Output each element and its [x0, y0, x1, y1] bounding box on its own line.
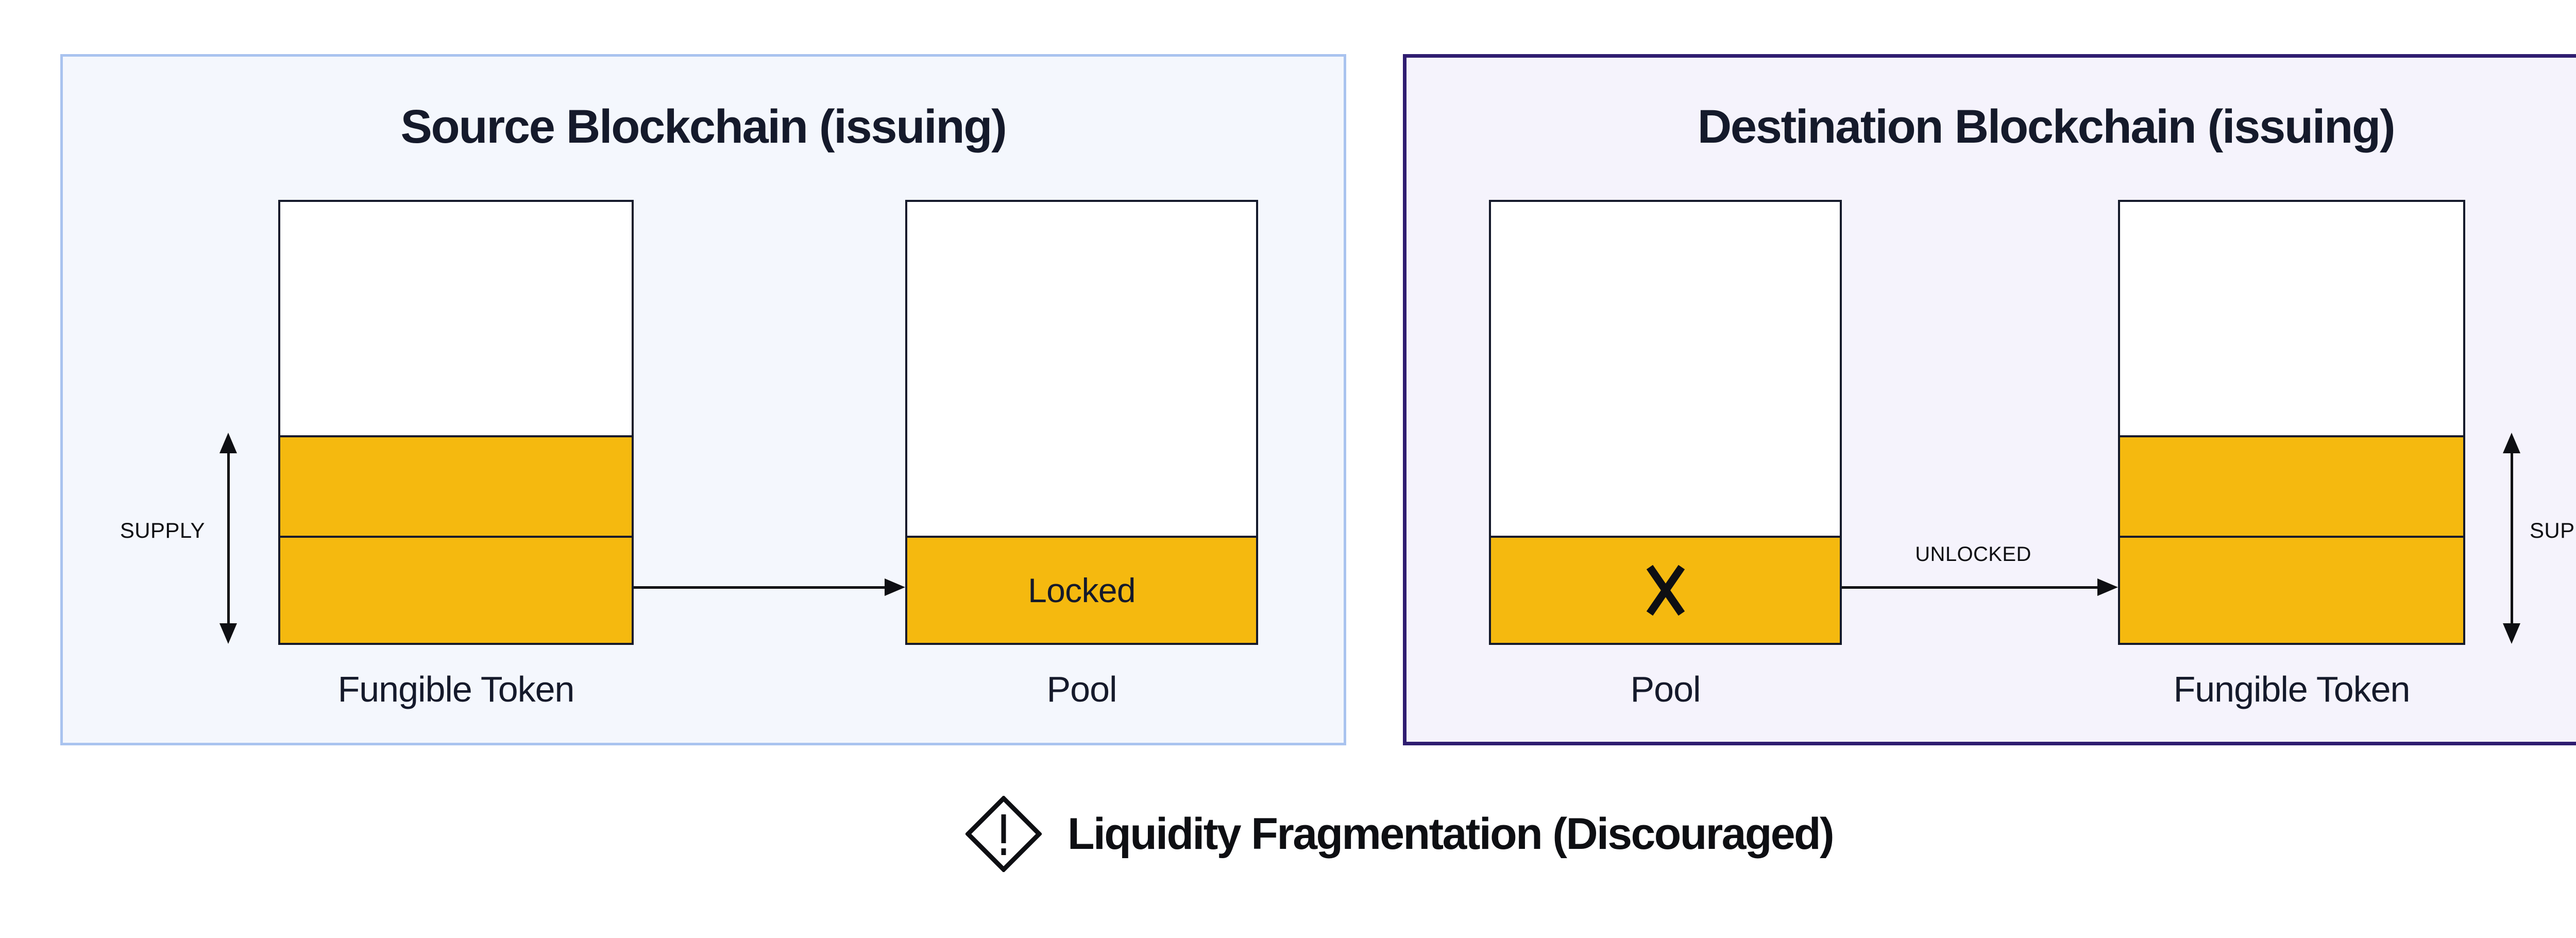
- unlocked-label: UNLOCKED: [1915, 543, 2031, 566]
- caption: Liquidity Fragmentation (Discouraged): [965, 796, 1835, 872]
- disabled-pool-block: [1491, 536, 1840, 643]
- destination-blockchain-panel: Destination Blockchain (issuing) Pool UN…: [1403, 54, 2576, 745]
- locked-pool-block: Locked: [907, 536, 1256, 643]
- fungible-token-label: Fungible Token: [337, 669, 575, 709]
- fungible-token-box: [2118, 200, 2465, 645]
- token-supply-lower-block: [2120, 536, 2463, 643]
- pool-label: Pool: [1046, 669, 1117, 709]
- lock-transfer-arrow-icon: [634, 578, 905, 596]
- arrow-right-head: [885, 578, 905, 596]
- token-supply-lower-block: [280, 536, 632, 643]
- supply-range-arrow-icon: [2503, 433, 2520, 644]
- source-panel-title: Source Blockchain (issuing): [400, 100, 1007, 153]
- arrow-down-head: [2503, 623, 2520, 644]
- arrow-shaft: [1842, 586, 2100, 589]
- unlock-transfer-arrow-icon: [1842, 578, 2118, 596]
- pool-box: Locked: [905, 200, 1258, 645]
- pool-box: [1489, 200, 1842, 645]
- supply-label: SUPPLY: [2530, 518, 2576, 542]
- supply-label: SUPPLY: [120, 518, 205, 542]
- fungible-token-label: Fungible Token: [2173, 669, 2411, 709]
- destination-panel-title: Destination Blockchain (issuing): [1697, 100, 2396, 153]
- cross-icon: [1646, 565, 1685, 616]
- arrow-down-head: [219, 623, 237, 644]
- token-supply-upper-block: [2120, 435, 2463, 536]
- arrow-shaft: [634, 586, 888, 589]
- source-blockchain-panel: Source Blockchain (issuing) SUPPLY Fungi…: [60, 54, 1346, 745]
- fungible-token-box: [278, 200, 634, 645]
- arrow-right-head: [2097, 578, 2118, 596]
- arrow-shaft: [2511, 448, 2513, 628]
- warning-diamond-icon: [965, 796, 1042, 872]
- caption-text: Liquidity Fragmentation (Discouraged): [1067, 809, 1835, 859]
- supply-range-arrow-icon: [219, 433, 237, 644]
- locked-label: Locked: [1028, 571, 1136, 609]
- pool-label: Pool: [1630, 669, 1701, 709]
- token-supply-upper-block: [280, 435, 632, 536]
- arrow-shaft: [227, 448, 230, 628]
